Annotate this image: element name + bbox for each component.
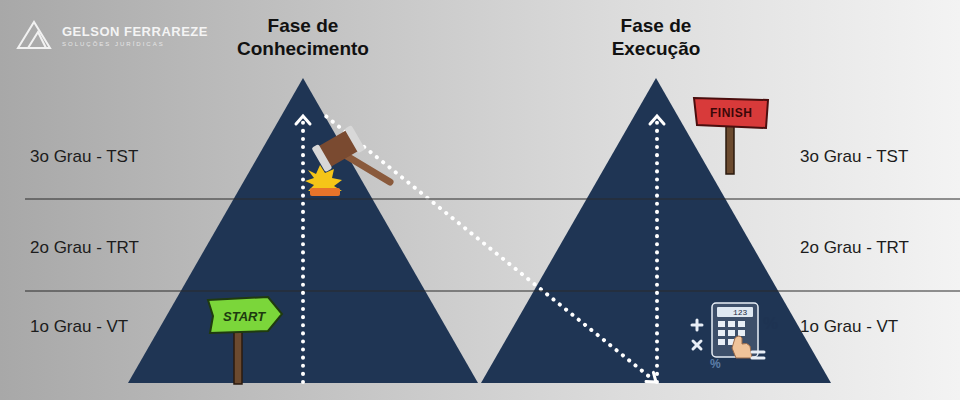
phase-triangle: Fase de Execução: [481, 10, 831, 383]
logo-subtitle: SOLUÇÕES JURÍDICAS: [62, 41, 165, 47]
logo-mark: [18, 22, 50, 48]
sign-text: FINISH: [710, 106, 752, 120]
level-label: 1o Grau - VT: [800, 317, 898, 337]
triangle-shape: [481, 10, 831, 383]
phase-heading: Fase de Conhecimento: [228, 14, 378, 60]
finish-sign: [694, 98, 768, 174]
band-line: [25, 291, 960, 292]
phase-triangle: Fase de Conhecimento: [128, 10, 478, 383]
sign-text: START: [223, 309, 265, 324]
level-label: 2o Grau - TRT: [800, 238, 909, 258]
level-label: 1o Grau - VT: [30, 317, 128, 337]
percent-sign: %: [763, 314, 778, 334]
level-label: 2o Grau - TRT: [30, 238, 139, 258]
percent-sign: %: [710, 357, 721, 371]
band-line: [25, 199, 960, 200]
level-label: 3o Grau - TST: [800, 147, 908, 167]
triangle-shape: [128, 10, 478, 383]
phase-heading: Fase de Execução: [596, 14, 716, 60]
level-label: 3o Grau - TST: [30, 147, 138, 167]
triangle-fill: [128, 78, 478, 383]
logo-name: GELSON FERRAREZE: [62, 24, 208, 39]
triangle-fill: [481, 78, 831, 383]
calculator-display: 123: [733, 308, 747, 317]
